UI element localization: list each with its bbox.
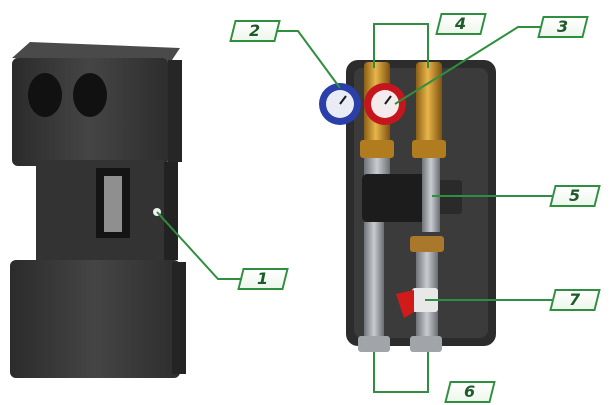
callout-6: 6	[444, 381, 496, 403]
callout-3-number: 3	[557, 17, 569, 36]
left-lower-pipe	[364, 222, 384, 338]
callout-7-number: 7	[569, 290, 581, 309]
callout-1-number: 1	[257, 269, 269, 288]
left-bottom-fitting	[358, 336, 390, 352]
red-valve-handle	[396, 290, 414, 318]
leader-line-2	[275, 30, 341, 89]
pump-station	[319, 60, 496, 352]
callout-5-number: 5	[569, 186, 581, 205]
shell-lower-block	[10, 260, 180, 378]
callout-7: 7	[549, 289, 601, 311]
callout-6-number: 6	[464, 382, 476, 401]
leader-line-4	[373, 23, 429, 68]
shell-hole-left	[28, 73, 62, 117]
left-valve-nut	[360, 140, 394, 158]
insulation-shell	[10, 42, 186, 378]
shell-middle-side	[164, 162, 178, 260]
shell-lower-side	[172, 262, 186, 374]
blue-dial-needle	[339, 95, 347, 105]
shell-hole-right	[73, 73, 107, 117]
right-bottom-fitting	[410, 336, 442, 352]
pump-inlet-pipe	[364, 158, 390, 178]
red-dial-needle	[384, 95, 392, 105]
callout-2: 2	[229, 20, 281, 42]
callout-5: 5	[549, 185, 601, 207]
callout-4-number: 4	[455, 14, 467, 33]
shell-window-light	[104, 176, 122, 232]
leader-line-3	[394, 26, 541, 105]
callout-1: 1	[237, 268, 289, 290]
right-ball-valve	[416, 62, 442, 150]
leader-line-7	[373, 352, 429, 393]
callout-4: 4	[435, 13, 487, 35]
right-pipe-nut	[410, 236, 444, 252]
shell-upper-side	[168, 60, 182, 162]
circulation-pump-body	[362, 174, 432, 222]
leader-line-1	[156, 211, 244, 280]
leader-lines	[156, 23, 552, 393]
right-valve-nut	[412, 140, 446, 158]
callout-2-number: 2	[249, 21, 261, 40]
callout-3: 3	[537, 16, 589, 38]
right-upper-pipe	[422, 158, 440, 232]
